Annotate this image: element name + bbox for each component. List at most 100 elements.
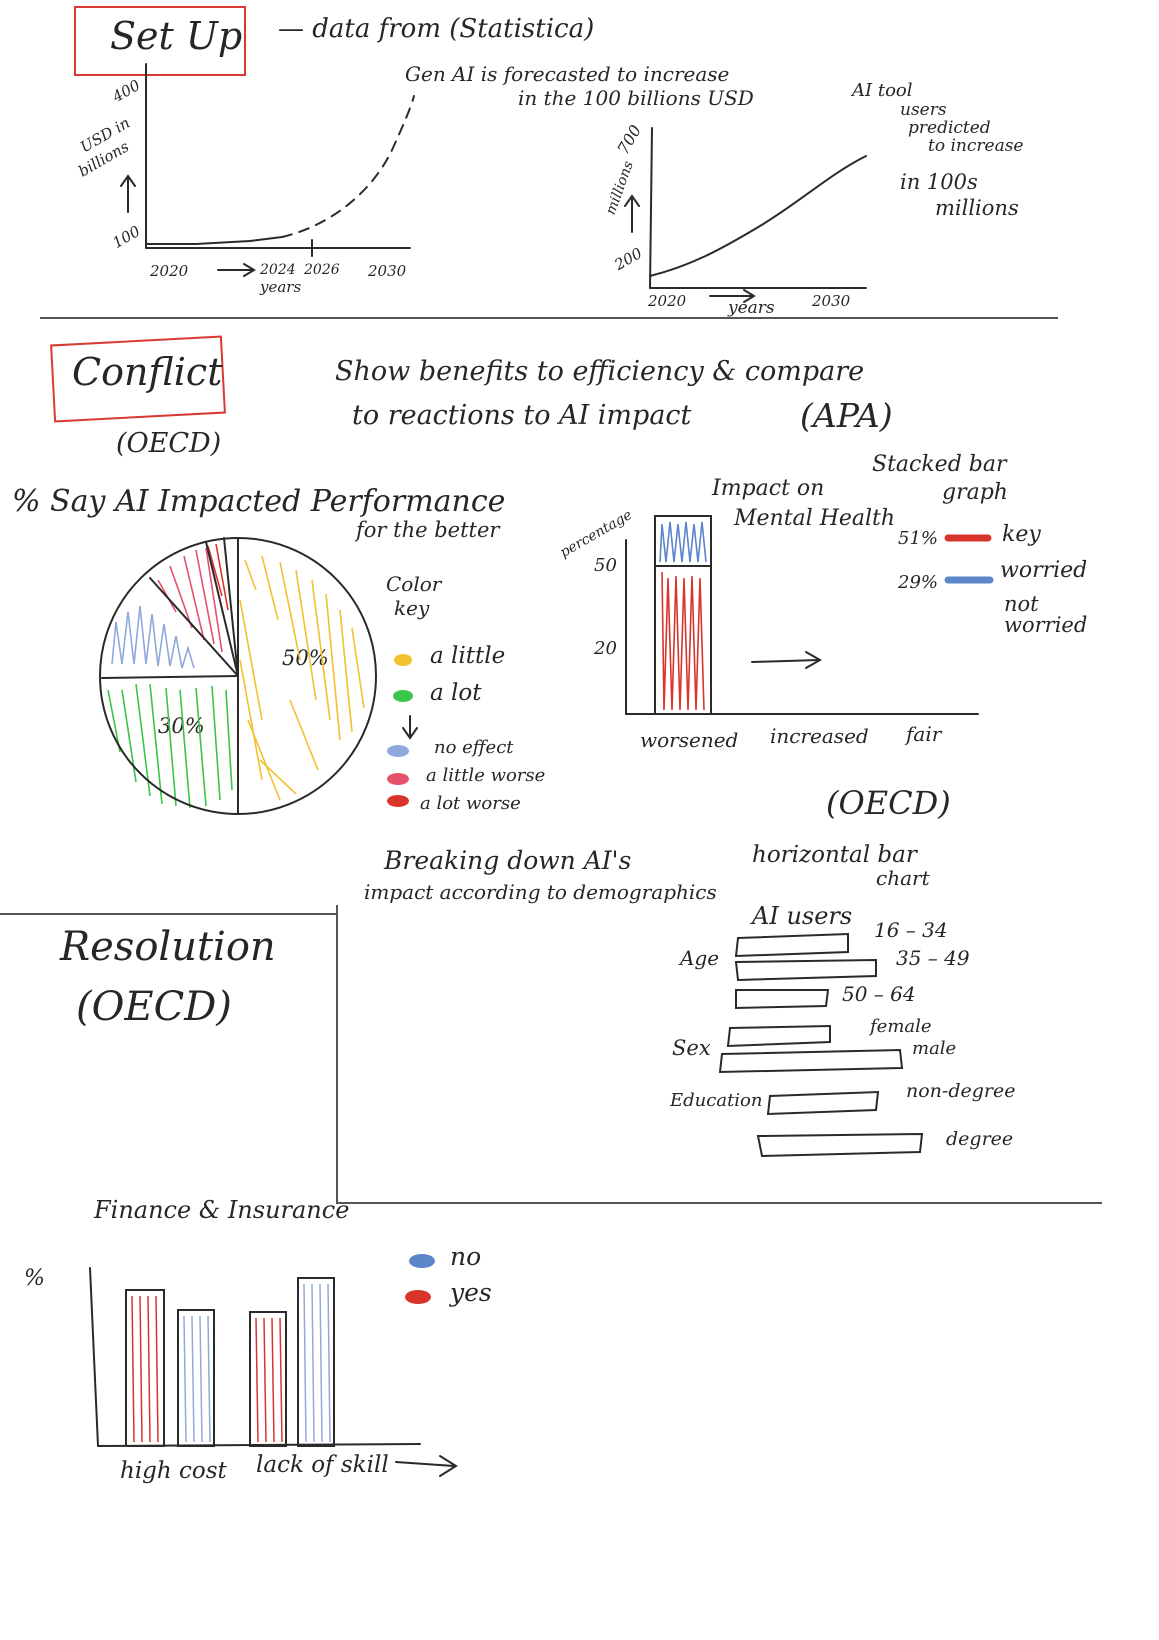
finance-bar-highcost-no — [177, 1309, 215, 1447]
finance-bar-highcost-yes — [125, 1289, 165, 1447]
conflict-title: Conflict — [72, 350, 223, 394]
stacked-category-1: increased — [770, 724, 869, 748]
finance-x-arrow — [395, 1455, 458, 1477]
finance-bar-red-fills — [131, 1295, 283, 1443]
hbar-age-0 — [734, 932, 849, 958]
pie-label-green: 30% — [158, 714, 205, 738]
divider-resolution-top — [0, 913, 336, 915]
pie-divider-blue — [149, 577, 239, 677]
finance-legend-label-0: no — [450, 1242, 482, 1271]
stacked-ytick-high: 50 — [594, 555, 617, 576]
conflict-note-line1: Show benefits to efficiency & compare — [335, 356, 865, 387]
demographics-group-education: Education — [670, 1090, 763, 1111]
hbar-sex-0 — [726, 1024, 831, 1048]
pie-legend-label-4: a lot worse — [420, 793, 521, 814]
stacked-category-0: worsened — [640, 728, 739, 752]
demographics-type-line1: horizontal bar — [752, 842, 917, 868]
stacked-bar-red-fill — [661, 571, 705, 711]
genai-xtick-1: 2024 — [260, 262, 296, 278]
resolution-source: (OECD) — [76, 984, 232, 1030]
pie-legend-swatch-2 — [387, 745, 409, 757]
stacked-ytick-low: 20 — [594, 638, 617, 659]
demographics-note-line2: impact according to demographics — [364, 880, 717, 904]
pie-hatching-green — [107, 683, 233, 809]
demographics-bar-label-sex-1: male — [912, 1038, 957, 1059]
pie-title-line1: % Say AI Impacted Performance — [12, 484, 506, 519]
demographics-bar-label-education-0: non-degree — [906, 1080, 1016, 1102]
finance-bar-lackskill-no — [297, 1277, 335, 1447]
demographics-bar-label-age-1: 35 – 49 — [896, 946, 970, 970]
stacked-next-arrow — [751, 651, 823, 669]
finance-bar-blue-fills — [183, 1283, 331, 1443]
demographics-bar-label-age-2: 50 – 64 — [842, 982, 916, 1006]
hbar-education-0 — [766, 1090, 880, 1116]
demographics-note-line1: Breaking down AI's — [384, 846, 632, 875]
mental-health-stacked-chart — [625, 515, 994, 715]
users-note-line5: in 100s — [900, 170, 978, 194]
pie-hatching-red — [207, 543, 229, 611]
stacked-legend-label-0: worried — [1000, 558, 1088, 583]
hbar-sex-1 — [718, 1048, 904, 1074]
users-xlabel: years — [728, 298, 775, 318]
pie-key-title-line1: Color — [386, 572, 442, 596]
pie-legend-label-0: a little — [430, 643, 506, 669]
demographics-group-sex: Sex — [672, 1036, 711, 1060]
finance-bar-ylabel: % — [24, 1266, 45, 1291]
genai-note-line1: Gen AI is forecasted to increase — [405, 62, 730, 86]
conflict-source: (OECD) — [116, 428, 222, 459]
stacked-bar-outline — [654, 515, 712, 715]
finance-legend-swatch-0 — [409, 1254, 435, 1268]
users-note-line4: to increase — [928, 136, 1024, 156]
pie-legend-label-1: a lot — [430, 680, 482, 706]
pie-legend-label-2: no effect — [434, 737, 514, 758]
stacked-type-line1: Stacked bar — [872, 452, 1007, 477]
users-note-line2: users — [900, 100, 947, 120]
finance-bar-lackskill-yes — [249, 1311, 287, 1447]
divider-resolution-bottom — [336, 1202, 1102, 1204]
stacked-legend-pct-0: 51% — [898, 528, 939, 549]
users-curve — [649, 155, 867, 277]
hbar-age-2 — [735, 989, 830, 1010]
stacked-title-line2: Mental Health — [734, 506, 896, 531]
demographics-users-label: AI users — [752, 902, 853, 930]
conflict-note-line2: to reactions to AI impact — [352, 400, 692, 431]
users-note-line6: millions — [935, 196, 1019, 220]
users-y-axis — [649, 127, 653, 289]
genai-forecast-chart — [120, 63, 415, 277]
pie-legend-swatch-1 — [393, 690, 413, 702]
pie-legend-swatch-0 — [394, 654, 412, 666]
finance-y-axis — [89, 1267, 99, 1447]
pie-key-title-line2: key — [394, 596, 430, 620]
pie-divider-pink — [205, 541, 239, 677]
pie-hatching-blue — [111, 605, 195, 669]
demographics-type-line2: chart — [876, 866, 930, 890]
demographics-bar-label-education-1: degree — [946, 1128, 1014, 1150]
users-note-line3: predicted — [908, 118, 991, 138]
users-forecast-chart — [624, 127, 867, 303]
pie-legend-label-3: a little worse — [426, 765, 546, 786]
pie-legend — [387, 654, 418, 807]
setup-title-box — [74, 6, 246, 76]
pie-divider-red — [223, 537, 239, 677]
divider-resolution-side — [336, 905, 338, 1203]
users-note-line1: AI tool — [852, 80, 913, 101]
genai-curve-solid — [145, 236, 283, 245]
genai-xtick-0: 2020 — [150, 262, 189, 280]
stacked-category-2: fair — [906, 722, 942, 746]
setup-source-note: — data from (Statistica) — [278, 14, 595, 44]
genai-curve-dashed — [281, 95, 415, 238]
genai-y-arrow — [120, 174, 136, 213]
finance-bar-category-0: high cost — [120, 1458, 227, 1484]
pie-hatching-yellow — [239, 555, 365, 801]
finance-bar-chart — [89, 1254, 458, 1477]
finance-bar-category-1: lack of skill — [256, 1452, 389, 1478]
resolution-title: Resolution — [60, 924, 276, 970]
users-y-arrow — [624, 194, 640, 233]
pie-divider-green — [101, 675, 239, 679]
stacked-legend-label-1: not worried — [1004, 592, 1088, 637]
users-xtick-1: 2030 — [812, 292, 851, 310]
hbar-education-1 — [756, 1132, 924, 1158]
genai-xlabel: years — [260, 278, 302, 296]
stacked-title-line1: Impact on — [712, 476, 825, 501]
